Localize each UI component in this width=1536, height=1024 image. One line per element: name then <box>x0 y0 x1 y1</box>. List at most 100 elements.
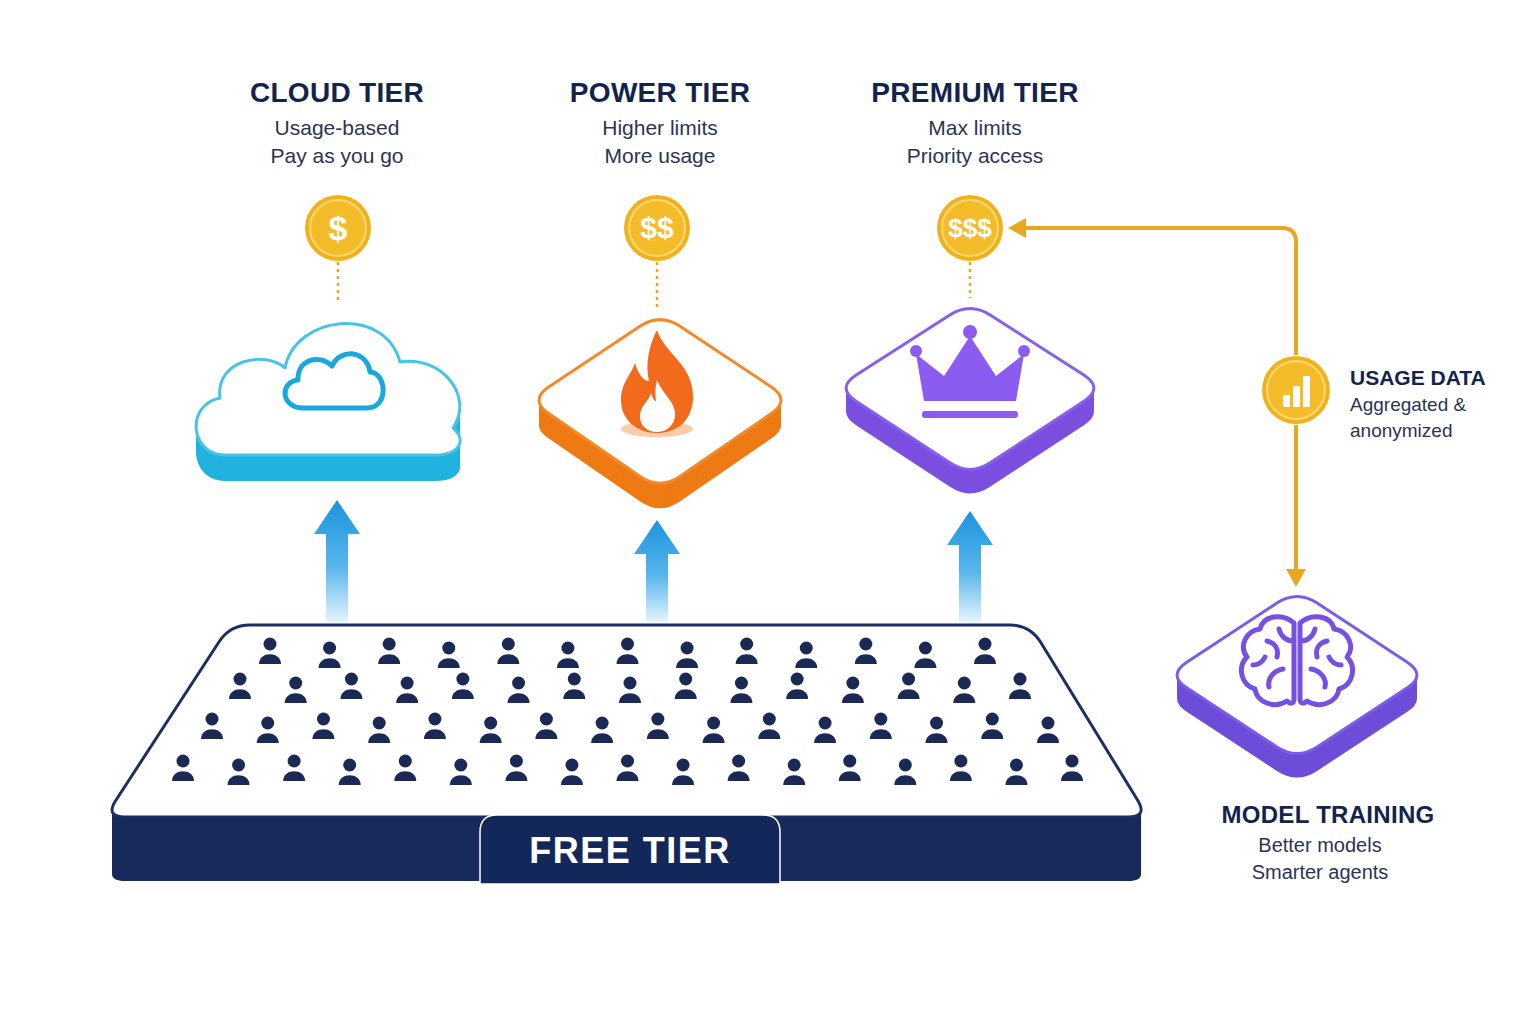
user-body <box>676 658 698 668</box>
user-head <box>954 755 967 768</box>
user-head <box>1010 759 1023 772</box>
user-body <box>201 729 223 739</box>
upgrade-arrow-body <box>634 520 680 622</box>
user-head <box>428 713 441 726</box>
user-body <box>339 775 361 785</box>
user-head <box>902 673 915 686</box>
user-head <box>232 759 245 772</box>
user-body <box>914 658 936 668</box>
user-head <box>735 677 748 690</box>
user-body <box>1061 771 1083 781</box>
user-body <box>396 693 418 703</box>
user-body <box>1005 775 1027 785</box>
model-training-box-outline <box>1163 585 1431 785</box>
user-body <box>394 771 416 781</box>
user-body <box>535 729 557 739</box>
user-head <box>899 759 912 772</box>
power-slab-side <box>539 321 781 485</box>
user-head <box>510 755 523 768</box>
dotted-line <box>337 262 340 302</box>
user-head <box>345 673 358 686</box>
user-body <box>736 654 758 664</box>
user-body <box>561 775 583 785</box>
user-head <box>859 638 872 651</box>
dotted-connector <box>970 262 971 298</box>
upgrade-arrow <box>947 511 993 622</box>
usage-description: Aggregated & anonymized <box>1350 392 1490 444</box>
user-head <box>621 638 634 651</box>
flow-line <box>1294 425 1298 577</box>
user-body <box>591 733 613 743</box>
user-head <box>874 713 887 726</box>
user-body <box>795 658 817 668</box>
user-head <box>732 755 745 768</box>
user-body <box>672 775 694 785</box>
tier-description: Usage-based Pay as you go <box>257 114 417 170</box>
user-body <box>974 654 996 664</box>
user-head <box>919 642 932 655</box>
user-body <box>647 729 669 739</box>
user-head <box>288 755 301 768</box>
chart-bar <box>1283 395 1290 407</box>
coin-outer <box>937 195 1003 261</box>
user-head <box>234 673 247 686</box>
user-body <box>557 658 579 668</box>
user-head <box>561 642 574 655</box>
usage-heading: USAGE DATA <box>1350 365 1536 391</box>
price-coin: $$$ <box>936 194 1004 262</box>
user-head <box>264 638 277 651</box>
cloud-tier-box-outline <box>185 300 470 500</box>
upgrade-arrow-body <box>947 511 993 622</box>
arrow-head <box>1286 569 1306 587</box>
free-tier-label: FREE TIER <box>480 830 780 872</box>
user-body <box>617 771 639 781</box>
price-coin: $ <box>304 194 372 262</box>
brain-icon <box>1300 617 1353 705</box>
user-head <box>540 713 553 726</box>
user-head <box>1014 673 1027 686</box>
price-symbol: $ <box>304 194 372 262</box>
user-head <box>707 717 720 730</box>
model-heading: MODEL TRAINING <box>1178 801 1478 829</box>
cloud-tier-box: CLOUD TIERUsage-based Pay as you go <box>185 300 470 500</box>
power-tier-box-outline <box>525 305 795 520</box>
user-head <box>651 713 664 726</box>
model-description: Better models Smarter agents <box>1240 832 1400 886</box>
user-body <box>950 771 972 781</box>
tier-description: Max limits Priority access <box>895 114 1055 170</box>
user-head <box>456 673 469 686</box>
chart-bar <box>1293 386 1300 407</box>
user-body <box>1037 733 1059 743</box>
user-body <box>508 693 530 703</box>
flame-icon <box>621 330 693 433</box>
user-head <box>740 638 753 651</box>
model-slab-top <box>1177 597 1417 754</box>
free-tier-tab <box>480 815 780 884</box>
user-head <box>323 642 336 655</box>
user-body <box>229 689 251 699</box>
user-head <box>502 638 515 651</box>
user-body <box>898 689 920 699</box>
user-head <box>206 713 219 726</box>
user-body <box>675 689 697 699</box>
user-body <box>814 733 836 743</box>
user-head <box>819 717 832 730</box>
user-body <box>452 689 474 699</box>
user-body <box>505 771 527 781</box>
user-head <box>373 717 386 730</box>
power-slab-top <box>539 320 781 484</box>
dotted-connector <box>338 262 339 302</box>
user-body <box>480 733 502 743</box>
tier-heading: CLOUD TIER <box>177 77 497 109</box>
user-body <box>730 693 752 703</box>
user-head <box>289 677 302 690</box>
user-head <box>1066 755 1079 768</box>
user-body <box>340 689 362 699</box>
crown-icon <box>916 336 1024 401</box>
coin-outer <box>1262 356 1330 424</box>
user-head <box>512 677 525 690</box>
free-slab-top <box>112 625 1141 817</box>
user-body <box>563 689 585 699</box>
user-head <box>621 755 634 768</box>
user-head <box>261 717 274 730</box>
